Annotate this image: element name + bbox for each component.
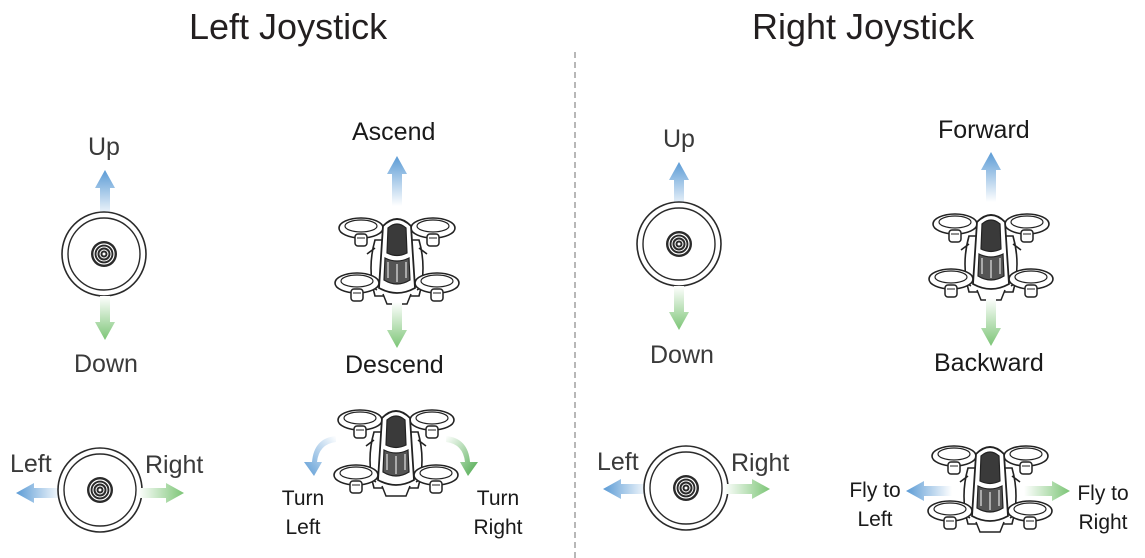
label-up: Up <box>663 125 695 153</box>
label-fly-left: Fly to Left <box>838 476 912 534</box>
label-backward: Backward <box>934 349 1044 377</box>
joystick-icon <box>57 447 143 533</box>
label-fly-right-line1: Fly to <box>1077 482 1129 505</box>
label-fly-left-line2: Left <box>857 508 893 531</box>
arrow-up-icon <box>669 162 689 210</box>
label-fly-left-line1: Fly to <box>849 479 901 502</box>
joystick-icon <box>61 211 147 297</box>
arrow-right-icon <box>138 483 184 503</box>
label-turn-left: Turn Left <box>272 484 334 542</box>
arrow-right-icon <box>1024 481 1070 501</box>
label-turn-right-line1: Turn <box>476 487 520 510</box>
label-turn-left-line1: Turn <box>281 487 325 510</box>
drone-icon <box>397 258 398 259</box>
arrow-down-icon <box>669 286 689 330</box>
label-forward: Forward <box>938 116 1030 144</box>
drone-icon <box>991 254 992 255</box>
label-left: Left <box>10 450 52 478</box>
label-fly-right: Fly to Right <box>1066 479 1140 537</box>
label-turn-right-line2: Right <box>473 516 523 539</box>
right-panel-title: Right Joystick <box>752 6 975 47</box>
panel-divider <box>574 52 576 558</box>
arrow-left-icon <box>603 479 649 499</box>
curved-arrow-icon <box>446 436 478 476</box>
arrow-up-icon <box>387 156 407 206</box>
label-right: Right <box>731 449 790 477</box>
curved-arrow-icon <box>304 436 336 476</box>
arrow-up-icon <box>95 170 115 218</box>
arrow-left-icon <box>16 483 62 503</box>
label-ascend: Ascend <box>352 118 436 146</box>
label-turn-left-line2: Left <box>285 516 321 539</box>
label-descend: Descend <box>345 351 444 379</box>
label-up: Up <box>88 133 120 161</box>
label-down: Down <box>650 341 714 369</box>
label-fly-right-line2: Right <box>1078 511 1128 534</box>
label-turn-right: Turn Right <box>466 484 530 542</box>
label-down: Down <box>74 350 138 378</box>
label-right: Right <box>145 451 204 479</box>
left-panel-title: Left Joystick <box>189 6 388 47</box>
drone-icon <box>990 486 991 487</box>
drone-icon <box>396 450 397 451</box>
label-left: Left <box>597 448 639 476</box>
arrow-down-icon <box>95 296 115 340</box>
arrow-down-icon <box>981 298 1001 346</box>
arrow-up-icon <box>981 152 1001 202</box>
joystick-icon <box>636 201 722 287</box>
joystick-icon <box>643 445 729 531</box>
arrow-left-icon <box>906 481 952 501</box>
arrow-right-icon <box>724 479 770 499</box>
arrow-down-icon <box>387 302 407 348</box>
